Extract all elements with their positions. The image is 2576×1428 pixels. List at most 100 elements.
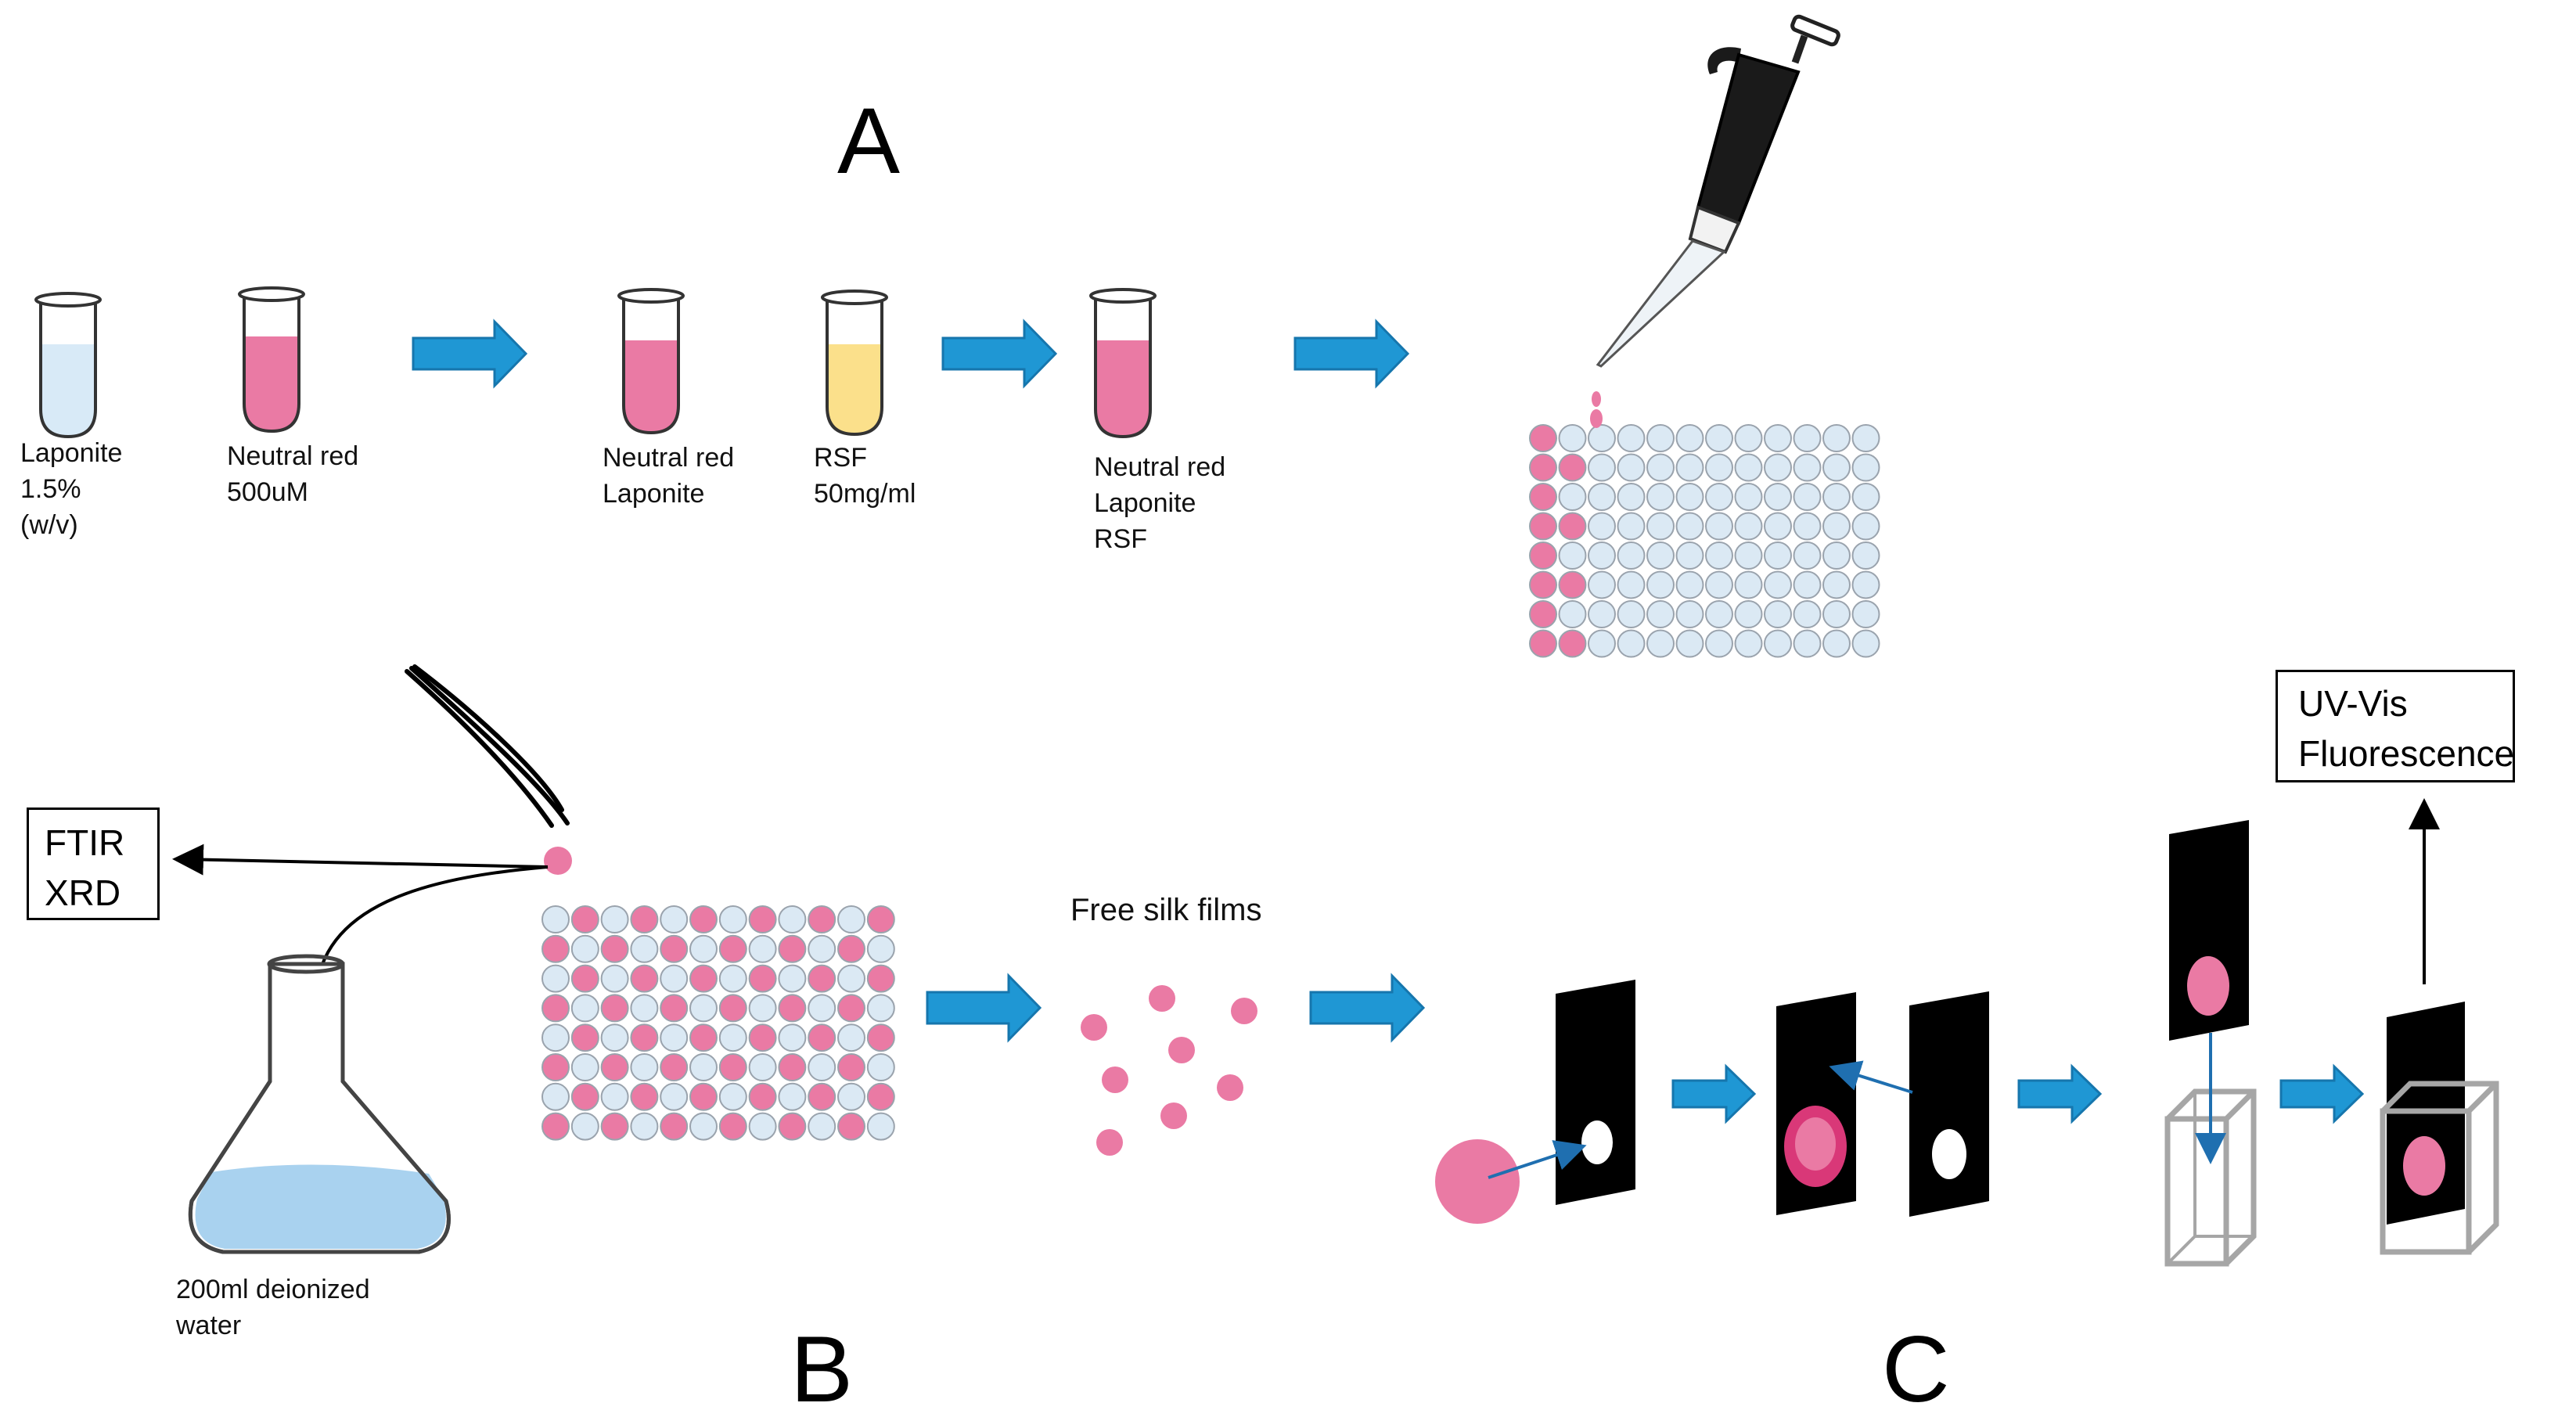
well [1734,483,1763,511]
panel-label-b: B [790,1317,854,1422]
well [1646,453,1675,482]
well [1558,424,1587,452]
well [718,1053,747,1081]
tube-label-3: Neutral red Laponite [603,443,735,509]
well [1793,600,1822,628]
well [1646,512,1675,541]
well [1793,424,1822,452]
well [600,905,629,933]
well [689,1053,718,1081]
well [1764,453,1792,482]
well [1529,541,1557,570]
well [866,905,895,933]
well [778,934,807,963]
well [689,934,718,963]
test-tube-icon [821,290,888,437]
free-silk-films-label: Free silk films [1070,893,1262,927]
insert-arrow-2 [1829,1060,1913,1094]
well [541,994,570,1023]
well [600,1023,629,1052]
mounted-film-4 [2187,956,2229,1016]
to-ftir-arrow [172,843,549,876]
well [1588,570,1616,599]
well [1734,453,1763,482]
well [748,1053,777,1081]
well [630,905,659,933]
ftir-xrd-box: FTIR XRD [27,808,160,920]
well [1617,570,1646,599]
process-arrow [941,318,1058,389]
well [1764,541,1792,570]
well [808,994,836,1023]
well [1705,570,1733,599]
well [778,1082,807,1111]
silk-film-disc [1435,1139,1520,1224]
well [660,905,689,933]
well [778,964,807,993]
well [570,994,599,1023]
well [660,994,689,1023]
well [630,934,659,963]
well [630,994,659,1023]
well [1734,541,1763,570]
well [689,1023,718,1052]
well [1529,512,1557,541]
well [541,1082,570,1111]
well [541,1112,570,1141]
well [570,1023,599,1052]
well [778,994,807,1023]
well [1822,453,1851,482]
well [837,994,865,1023]
well [778,1023,807,1052]
well [718,905,747,933]
well [1705,483,1733,511]
well [1558,629,1587,658]
well [689,964,718,993]
well [718,934,747,963]
well [630,964,659,993]
well [1822,424,1851,452]
well [1675,483,1704,511]
well [1793,629,1822,658]
well [570,964,599,993]
well [718,1082,747,1111]
well [1764,424,1792,452]
process-arrow [1671,1063,1757,1124]
well [1646,570,1675,599]
well [660,1053,689,1081]
well [1617,453,1646,482]
process-arrow [1309,973,1426,1043]
well [1705,629,1733,658]
well [808,1112,836,1141]
well [1558,570,1587,599]
well [1529,483,1557,511]
well [630,1053,659,1081]
well [748,1112,777,1141]
well [1822,483,1851,511]
pipette-icon [1596,14,1840,368]
well [1851,512,1880,541]
well [1529,570,1557,599]
well [1822,570,1851,599]
well [1529,424,1557,452]
well [837,1082,865,1111]
well [689,1082,718,1111]
well [1675,541,1704,570]
well [1675,570,1704,599]
well [600,934,629,963]
insert-arrow-1 [1488,1140,1587,1179]
well [1588,512,1616,541]
well [1793,483,1822,511]
well [630,1112,659,1141]
well [1793,570,1822,599]
well [1558,541,1587,570]
well [808,1023,836,1052]
well [1851,483,1880,511]
well [570,905,599,933]
well [1646,629,1675,658]
well [541,1023,570,1052]
well [866,1053,895,1081]
well [808,905,836,933]
well [808,1082,836,1111]
well [600,1112,629,1141]
